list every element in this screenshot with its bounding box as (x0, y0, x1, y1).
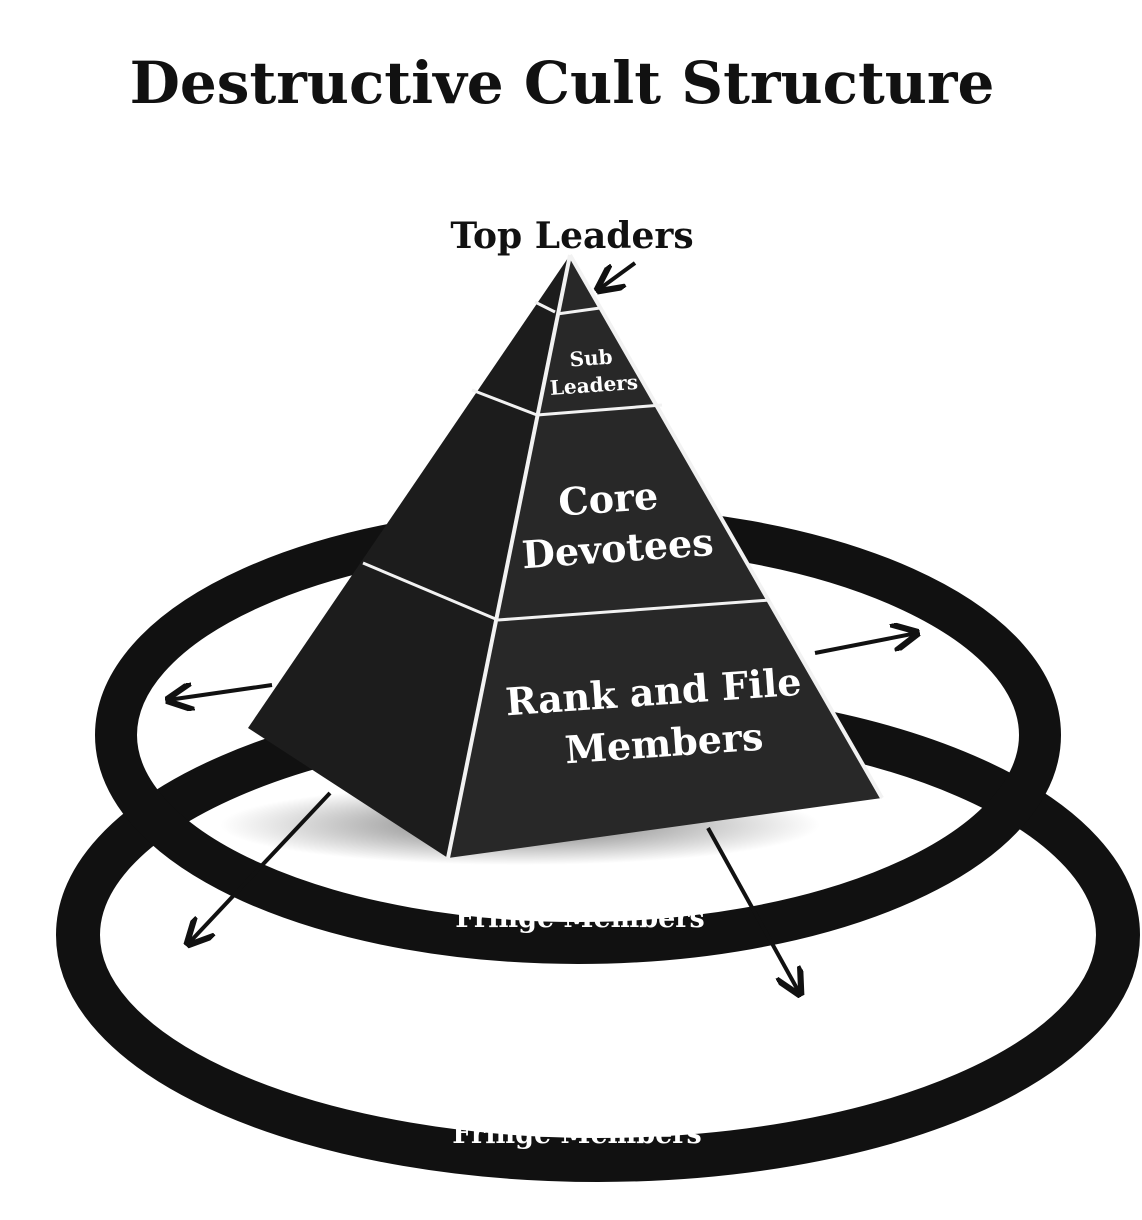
pyramid-left-face (248, 255, 570, 858)
top-leaders-label: Top Leaders (450, 215, 693, 257)
tier-divider-left-3 (362, 561, 499, 622)
tier-label-line: Core (557, 473, 660, 525)
arrow-right (814, 633, 917, 655)
tier-divider-left-2 (471, 388, 538, 417)
tier-divider-front-1 (556, 306, 601, 316)
arrow-lower-left (188, 791, 332, 944)
outer-ring-label: Fringe Members (452, 1119, 701, 1150)
tier-label-line: Sub (569, 345, 614, 372)
arrow-lower-right (706, 827, 800, 994)
tier-divider-front-3 (497, 598, 771, 622)
arrow-left (168, 685, 273, 700)
pyramid-right-edge (568, 254, 884, 799)
pyramid-front-edge (446, 254, 572, 859)
tier-divider-left-1 (534, 300, 556, 314)
tier-divider-front-2 (536, 403, 663, 417)
arrows (168, 261, 917, 994)
diagram-title: Destructive Cult Structure (130, 49, 995, 117)
arrow-top-leaders (598, 261, 637, 290)
pyramid-front-face (448, 255, 882, 858)
pyramid (248, 254, 884, 859)
inner-ring-label: Fringe Members (455, 903, 704, 934)
